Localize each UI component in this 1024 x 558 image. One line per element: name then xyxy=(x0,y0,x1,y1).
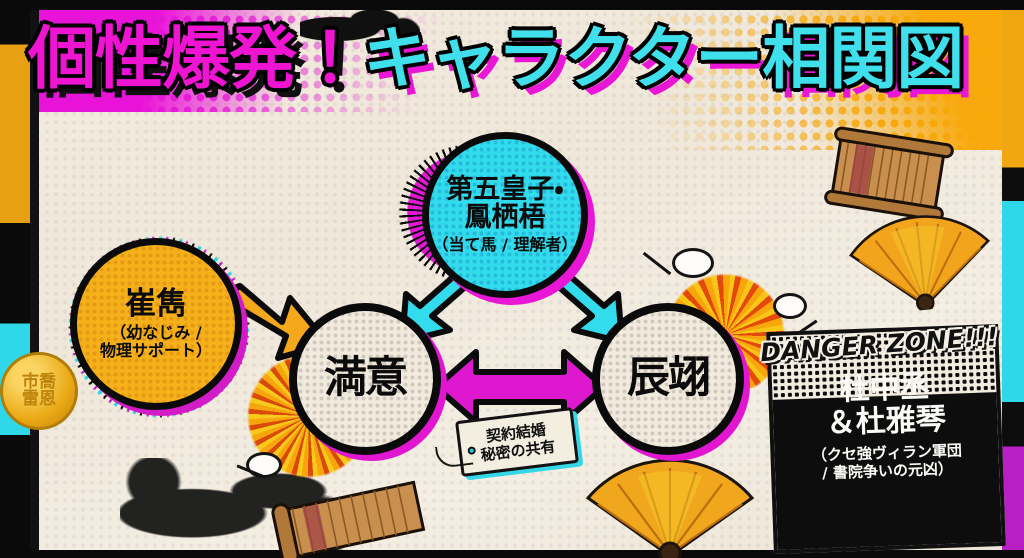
node-prince-name: 第五皇子・ 鳳栖梧 xyxy=(446,174,564,233)
page-title-cyan: キャラクター相関図 xyxy=(363,20,964,99)
title-bar: 個性爆発！キャラクター相関図 xyxy=(0,8,1024,112)
node-cui[interactable]: 崔雋 （幼なじみ / 物理サポート） xyxy=(70,238,242,410)
node-prince[interactable]: 第五皇子・ 鳳栖梧 （当て馬 / 理解者） xyxy=(422,132,588,298)
frame-band-bottom xyxy=(0,550,1024,558)
tag-string-icon xyxy=(435,442,474,469)
page-title: 個性爆発！キャラクター相関図 xyxy=(28,12,964,108)
node-manyi[interactable]: 満意 xyxy=(289,303,441,455)
smoke-puff-c xyxy=(246,452,282,478)
node-chenyi-name: 辰翊 xyxy=(627,353,711,404)
page-title-magenta: 個性爆発！ xyxy=(28,20,364,99)
node-manyi-name: 満意 xyxy=(324,353,408,404)
villain-name-line2: ＆杜雅琴 xyxy=(825,401,947,442)
node-cui-role: （幼なじみ / 物理サポート） xyxy=(99,323,212,360)
bamboo-scroll-bottom-icon xyxy=(271,480,426,558)
villain-role: （クセ強ヴィラン軍団 / 書院争いの元凶） xyxy=(811,441,963,483)
node-cui-name: 崔雋 xyxy=(125,285,187,322)
speed-line-a xyxy=(642,251,672,276)
coin-face: 市喬 雷恩 xyxy=(0,352,78,430)
gold-coin-icon: 市喬 雷恩 xyxy=(0,352,78,430)
tag-hole-icon xyxy=(467,446,477,456)
coin-text: 市喬 雷恩 xyxy=(22,371,56,409)
smoke-puff-b xyxy=(773,293,807,319)
folding-fan-bottom-icon xyxy=(585,458,755,558)
folding-fan-right-icon xyxy=(849,215,991,313)
node-prince-role: （当て馬 / 理解者） xyxy=(432,235,578,255)
danger-zone-villains[interactable]: 杜中丞 ＆杜雅琴 （クセ強ヴィラン軍団 / 書院争いの元凶） xyxy=(774,368,998,484)
smoke-puff-a xyxy=(672,248,714,278)
node-chenyi[interactable]: 辰翊 xyxy=(592,303,744,455)
